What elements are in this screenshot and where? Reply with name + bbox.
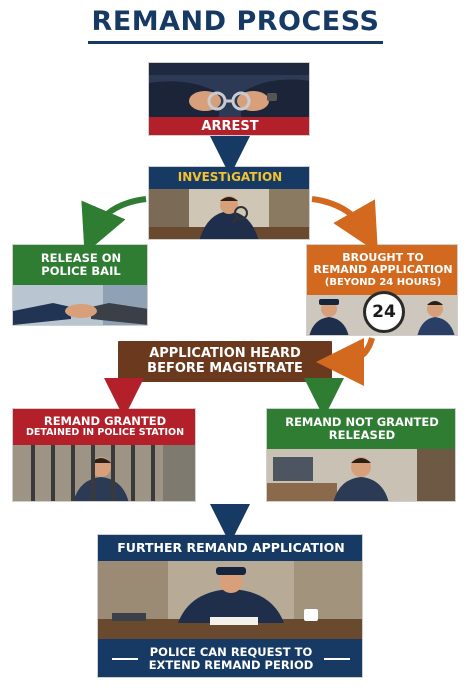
release-bail-line1: RELEASE ON [40,250,122,265]
brought-remand-line2: REMAND APPLICATION [313,263,453,277]
further-remand-banner: FURTHER REMAND APPLICATION [98,535,362,561]
remand-not-granted-line2: RELEASED [328,428,396,442]
arrow-investigation-to-bail [81,196,147,255]
remand-not-granted-card: REMAND NOT GRANTED RELEASED [266,408,456,502]
officer-icon [309,299,455,335]
application-heard-line2: BEFORE MAGISTRATE [147,360,303,376]
investigation-card: INVESTIGATION [148,166,310,240]
further-remand-footer1: POLICE CAN REQUEST TO [149,644,313,659]
handcuffs-icon [149,63,309,117]
further-remand-label: FURTHER REMAND APPLICATION [117,539,345,555]
arrest-banner: ARREST [149,117,309,135]
clock-icon: 24 [363,291,405,333]
brought-remand-banner: BROUGHT TO REMAND APPLICATION (BEYOND 24… [307,245,457,295]
arrow-remand-to-hearing [316,337,375,386]
officer-writing-icon [98,561,362,639]
remand-not-granted-line1: REMAND NOT GRANTED [285,414,439,429]
footer-rule-left [112,658,138,660]
footer-rule-right [324,658,350,660]
further-remand-footer2: EXTEND REMAND PERIOD [148,658,314,672]
remand-scene: 24 [307,291,457,335]
remand-not-granted-banner: REMAND NOT GRANTED RELEASED [267,409,455,449]
clock-number: 24 [372,302,396,322]
released-person-icon [267,449,455,501]
release-bail-line2: POLICE BAIL [41,264,121,278]
remand-granted-line2: DETAINED IN POLICE STATION [25,427,185,439]
investigation-label: INVESTIGATION [177,170,283,185]
release-bail-banner: RELEASE ON POLICE BAIL [13,245,147,285]
handshake-icon [13,285,147,325]
arrest-card: ARREST [148,62,310,136]
brought-remand-card: BROUGHT TO REMAND APPLICATION (BEYOND 24… [306,244,458,336]
remand-granted-card: REMAND GRANTED DETAINED IN POLICE STATIO… [12,408,196,502]
jail-bars-icon [13,445,195,501]
arrow-investigation-to-remand [311,196,378,253]
page-title: REMAND PROCESS [91,6,380,37]
further-remand-card: FURTHER REMAND APPLICATION POLICE CAN RE… [97,534,363,678]
title-underline [88,41,383,44]
further-remand-footer: POLICE CAN REQUEST TO EXTEND REMAND PERI… [98,639,362,677]
remand-granted-banner: REMAND GRANTED DETAINED IN POLICE STATIO… [13,409,195,445]
investigation-banner: INVESTIGATION [149,167,309,189]
arrest-label: ARREST [201,118,259,134]
release-bail-card: RELEASE ON POLICE BAIL [12,244,148,326]
brought-remand-line1: BROUGHT TO [342,250,424,264]
application-heard-banner: APPLICATION HEARD BEFORE MAGISTRATE [118,341,332,382]
magnifier-icon [149,189,309,239]
application-heard-line1: APPLICATION HEARD [149,345,301,361]
brought-remand-line3: (BEYOND 24 HOURS) [324,276,442,288]
